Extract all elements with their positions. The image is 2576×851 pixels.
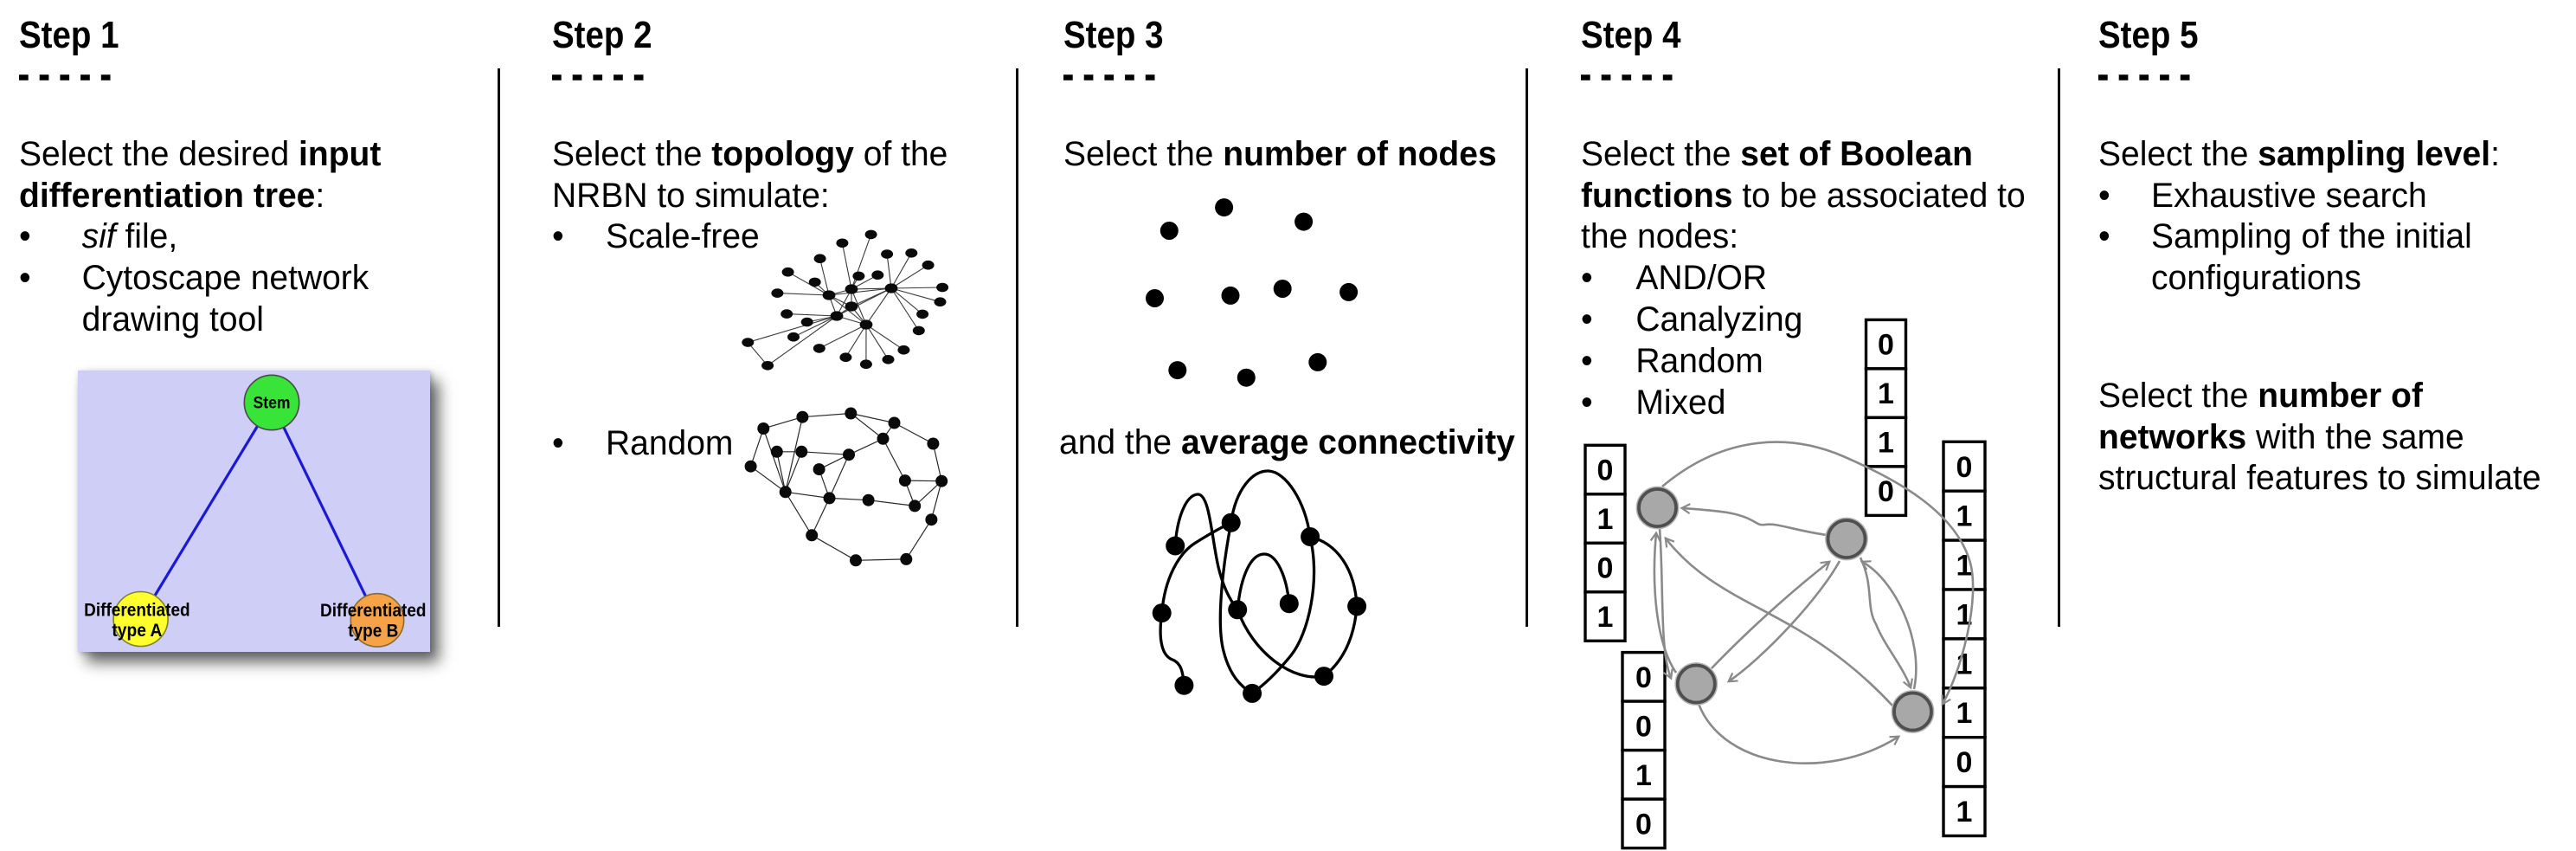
svg-text:0: 0 (1956, 451, 1973, 484)
svg-text:1: 1 (1597, 503, 1614, 536)
svg-text:0: 0 (1956, 746, 1973, 779)
svg-text:0: 0 (1878, 475, 1894, 508)
svg-text:1: 1 (1635, 759, 1652, 792)
svg-text:1: 1 (1878, 377, 1894, 410)
svg-text:0: 0 (1878, 329, 1894, 362)
svg-text:1: 1 (1597, 601, 1614, 634)
svg-text:1: 1 (1956, 697, 1973, 730)
svg-text:type B: type B (348, 622, 398, 641)
svg-text:0: 0 (1597, 552, 1614, 585)
svg-text:1: 1 (1956, 648, 1973, 680)
svg-text:1: 1 (1956, 500, 1973, 533)
svg-text:1: 1 (1956, 598, 1973, 631)
svg-text:0: 0 (1635, 710, 1652, 743)
svg-text:type A: type A (112, 621, 162, 641)
svg-text:1: 1 (1956, 796, 1973, 828)
svg-text:1: 1 (1878, 427, 1894, 460)
svg-text:0: 0 (1635, 808, 1652, 841)
svg-text:Differentiated: Differentiated (320, 601, 427, 621)
svg-text:0: 0 (1597, 455, 1614, 487)
svg-text:Stem: Stem (254, 395, 291, 413)
svg-text:0: 0 (1635, 661, 1652, 694)
svg-text:Differentiated: Differentiated (84, 601, 190, 621)
